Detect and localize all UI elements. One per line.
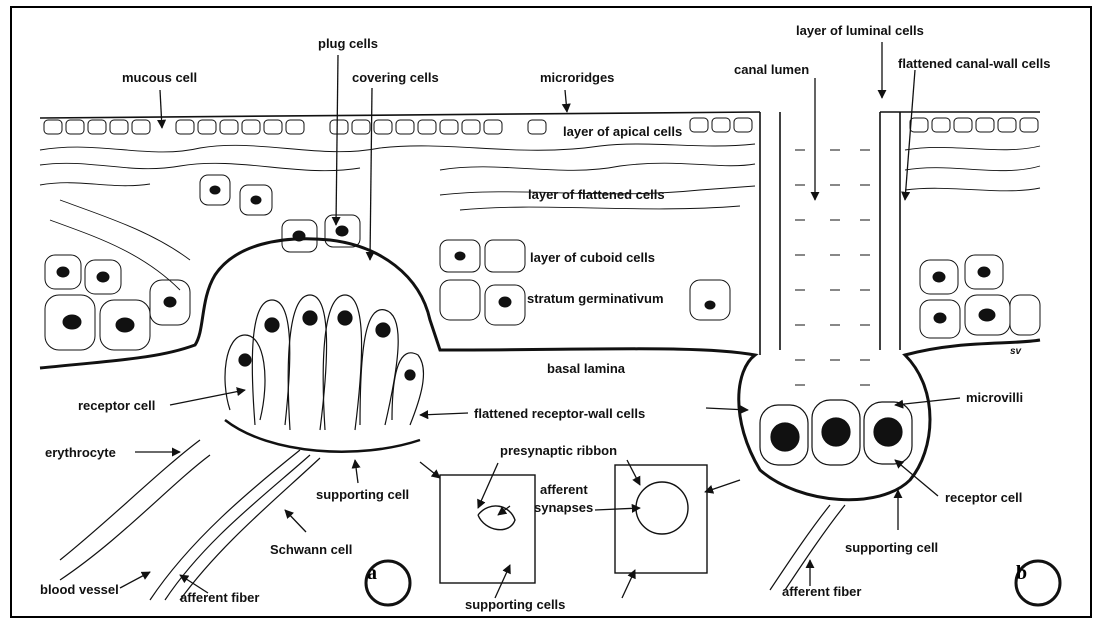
canal-lumen-fluid: [795, 150, 870, 385]
label-receptor-cell-left: receptor cell: [78, 398, 155, 413]
panel-label-b: b: [1016, 562, 1027, 585]
label-afferent-fiber-left: afferent fiber: [180, 590, 259, 605]
label-afferent: afferent: [540, 482, 588, 497]
label-canal-lumen: canal lumen: [734, 62, 809, 77]
label-mucous-cell: mucous cell: [122, 70, 197, 85]
label-supporting-cell-left: supporting cell: [316, 487, 409, 502]
label-flattened-receptor-wall-cells: flattened receptor-wall cells: [474, 406, 645, 421]
label-layer-of-luminal-cells: layer of luminal cells: [796, 23, 924, 38]
label-plug-cells: plug cells: [318, 36, 378, 51]
canal-neuromast-cells: [760, 400, 912, 465]
label-afferent-fiber-right: afferent fiber: [782, 584, 861, 599]
label-basal-lamina: basal lamina: [547, 361, 625, 376]
label-layer-of-flattened-cells: layer of flattened cells: [528, 187, 665, 202]
label-layer-of-apical-cells: layer of apical cells: [563, 124, 682, 139]
label-erythrocyte: erythrocyte: [45, 445, 116, 460]
label-schwann-cell: Schwann cell: [270, 542, 352, 557]
label-supporting-cells: supporting cells: [465, 597, 565, 612]
label-artist-initials: sv: [1010, 344, 1021, 359]
panel-label-a: a: [367, 562, 377, 585]
label-receptor-cell-right: receptor cell: [945, 490, 1022, 505]
label-microridges: microridges: [540, 70, 614, 85]
label-layer-of-cuboid-cells: layer of cuboid cells: [530, 250, 655, 265]
neuromast-receptor-cells: [225, 295, 423, 452]
label-synapses: synapses: [534, 500, 593, 515]
label-blood-vessel: blood vessel: [40, 582, 119, 597]
flattened-cells: [40, 144, 1040, 290]
nerve-fibers: [60, 440, 845, 600]
label-stratum-germinativum: stratum germinativum: [527, 291, 664, 306]
label-flattened-canal-wall-cells: flattened canal-wall cells: [898, 56, 1050, 71]
label-covering-cells: covering cells: [352, 70, 439, 85]
label-microvilli: microvilli: [966, 390, 1023, 405]
label-presynaptic-ribbon: presynaptic ribbon: [500, 443, 617, 458]
apical-cells: [44, 118, 1038, 134]
label-supporting-cell-right: supporting cell: [845, 540, 938, 555]
